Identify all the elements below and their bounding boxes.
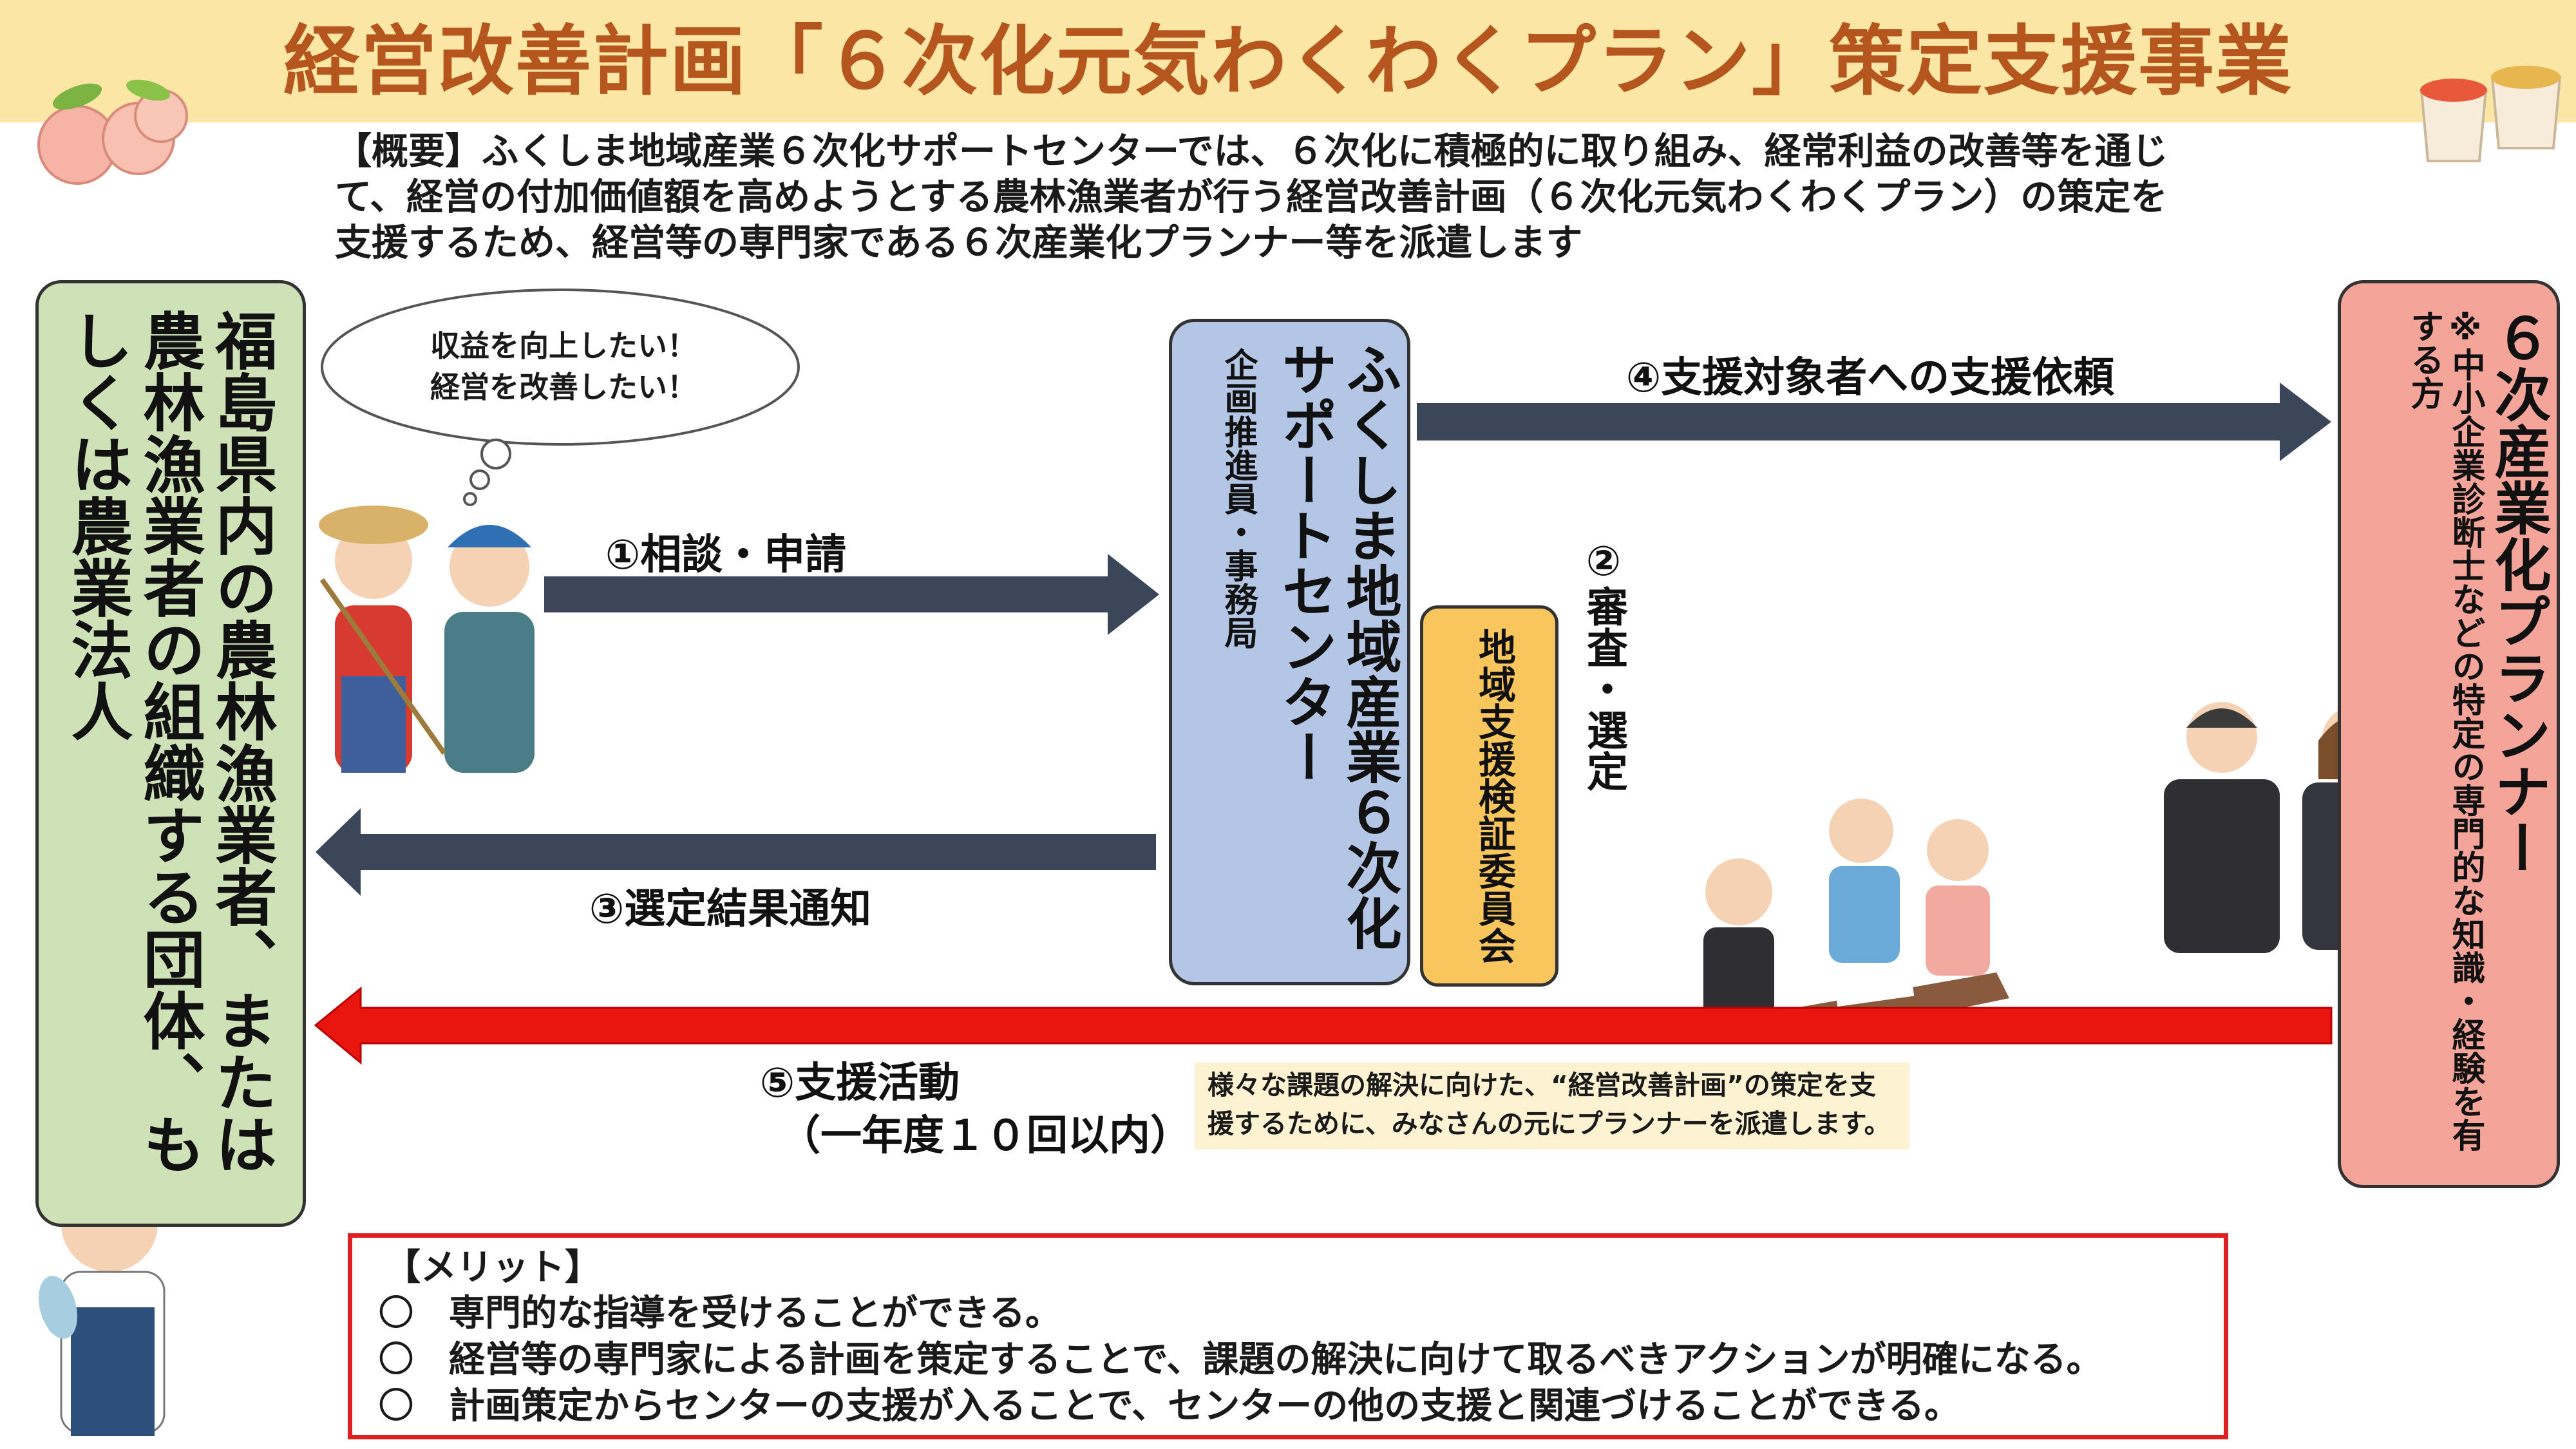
overview-line: 【概要】ふくしま地域産業６次化サポートセンターでは、６次化に積極的に取り組み、経… [335,130,2168,173]
merit-item: 〇計画策定からセンターの支援が入ることで、センターの他の支援と関連づけることがで… [378,1383,2198,1430]
step2-label: ②審査・選定 [1580,538,1627,791]
support-center-box: ふくしま地域産業６次化サポートセンター 企画推進員・事務局 [1169,319,1410,985]
overview-text: 【概要】ふくしま地域産業６次化サポートセンターでは、６次化に積極的に取り組み、経… [335,129,2241,270]
applicant-text: 福島県内の農林漁業者、または農林漁業者の組織する団体、もしくは農業法人 [61,309,277,1175]
note-line: 援するために、みなさんの元にプランナーを派遣します。 [1208,1108,1891,1139]
thought-cloud-text: 収益を向上したい！ 経営を改善したい！ [374,325,753,408]
thought-cloud [321,289,800,506]
support-center-staff: 企画推進員・事務局 [1218,348,1257,649]
merit-bullet: 〇 [378,1293,414,1334]
merit-text: 経営等の専門家による計画を策定することで、課題の解決に向けて取るべきアクションが… [449,1339,2103,1381]
committee-name: 地域支援検証委員会 [1472,628,1516,964]
arrow-step3 [316,808,1156,896]
step4-label: ④支援対象者への支援依頼 [1626,354,2115,402]
committee-box: 地域支援検証委員会 [1420,605,1558,987]
merit-bullet: 〇 [378,1339,414,1381]
arrow-step4 [1417,383,2331,461]
note-line: 様々な課題の解決に向けた、“経営改善計画”の策定を支 [1208,1070,1876,1101]
arrow-step5 [314,986,2333,1065]
planner-title: ６次産業化プランナー [2485,309,2552,876]
merit-box: 【メリット】 〇専門的な指導を受けることができる。 〇経営等の専門家による計画を… [348,1233,2228,1439]
merit-text: 専門的な指導を受けることができる。 [449,1293,1061,1334]
planner-note: ※中小企業診断士などの特定の専門的な知識・経験を有する方 [2405,309,2485,1151]
merit-title: 【メリット】 [384,1247,601,1289]
thought-line: 経営を改善したい！ [430,370,697,404]
step3-label: ③選定結果通知 [589,886,872,933]
step5-label: ⑤支援活動 [760,1059,960,1107]
overview-line: 支援するため、経営等の専門家である６次産業化プランナー等を派遣します [335,222,1583,264]
merit-item: 〇専門的な指導を受けることができる。 [378,1291,2198,1337]
merit-bullet: 〇 [378,1385,414,1427]
applicant-box: 福島県内の農林漁業者、または農林漁業者の組織する団体、もしくは農業法人 [35,280,306,1227]
title-banner [0,0,2576,122]
support-center-name: ふくしま地域産業６次化サポートセンター [1272,341,1401,951]
merit-item: 〇経営等の専門家による計画を策定することで、課題の解決に向けて取るべきアクション… [378,1337,2198,1383]
merit-text: 計画策定からセンターの支援が入ることで、センターの他の支援と関連づけることができ… [449,1385,1960,1427]
page-title: 経営改善計画「６次化元気わくわくプラン」策定支援事業 [283,17,2293,106]
planner-box: ６次産業化プランナー ※中小企業診断士などの特定の専門的な知識・経験を有する方 [2338,280,2560,1188]
peach-illustration [37,79,188,185]
step1-label: ①相談・申請 [605,531,847,579]
thought-line: 収益を向上したい！ [430,328,697,363]
juice-cups-illustration [2420,66,2562,162]
overview-line: て、経営の付加価値額を高めようとする農林漁業者が行う経営改善計画（６次化元気わく… [335,176,2168,218]
arrow-step1 [544,554,1159,635]
step5-limit: （一年度１０回以内） [779,1112,1191,1160]
meeting-illustration [1703,799,2009,1043]
farmers-illustration [319,506,535,773]
dispatch-note: 様々な課題の解決に向けた、“経営改善計画”の策定を支 援するために、みなさんの元… [1195,1063,1909,1150]
